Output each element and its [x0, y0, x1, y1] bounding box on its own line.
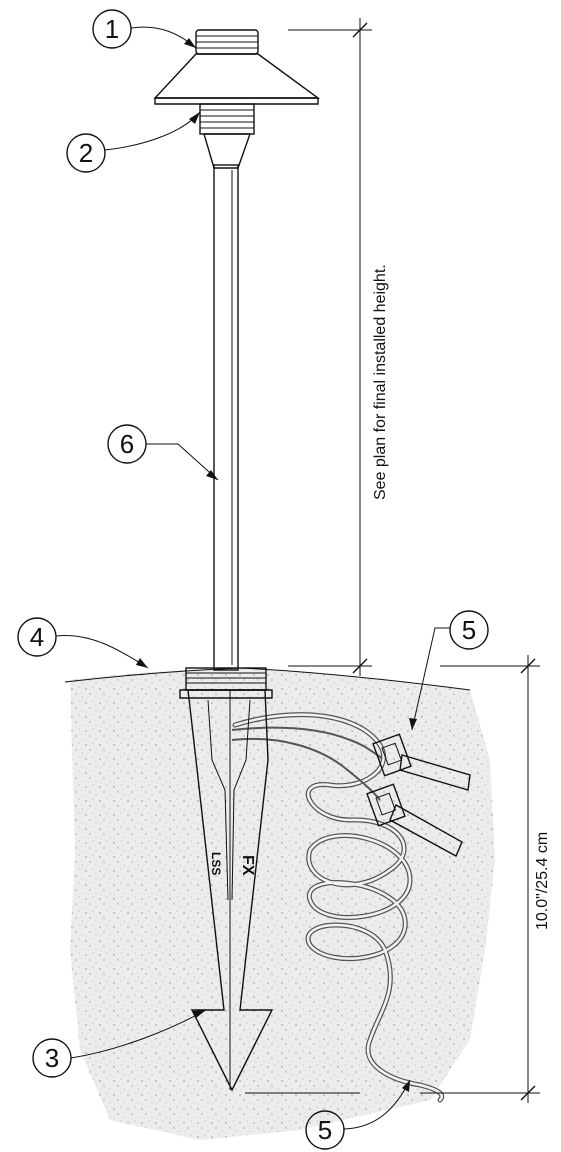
callout-1-number: 1: [105, 14, 119, 44]
callout-2-number: 2: [79, 138, 93, 168]
depth-text: 10.0"/25.4 cm: [534, 832, 551, 930]
ground-stake: FX LSS: [179, 667, 274, 1092]
stake-brand-text: FX: [239, 855, 256, 876]
callout-6-number: 6: [120, 429, 134, 459]
wire-connectors: [366, 733, 471, 857]
cable-coil: [232, 712, 445, 1103]
height-dimension: See plan for final installed height.: [288, 18, 389, 676]
callout-3-number: 3: [45, 1043, 59, 1073]
riser-pipe: [213, 164, 239, 671]
callout-5-cable: 5: [305, 1079, 411, 1150]
connector-leads: [231, 726, 383, 801]
height-note-text: See plan for final installed height.: [372, 264, 389, 500]
callout-4: 4: [17, 617, 149, 669]
callout-5-connectors: 5: [409, 610, 489, 731]
fixture-head: [153, 29, 321, 169]
depth-dimension: 10.0"/25.4 cm: [245, 655, 551, 1103]
callout-1: 1: [92, 9, 197, 49]
soil-area: [64, 667, 495, 1140]
callout-5-lower-number: 5: [318, 1115, 332, 1145]
callout-5-upper-number: 5: [462, 615, 476, 645]
callout-3: 3: [32, 1009, 207, 1078]
callout-6: 6: [107, 424, 219, 481]
callout-4-number: 4: [30, 622, 44, 652]
stake-model-text: LSS: [209, 852, 223, 875]
callout-2: 2: [66, 111, 201, 173]
